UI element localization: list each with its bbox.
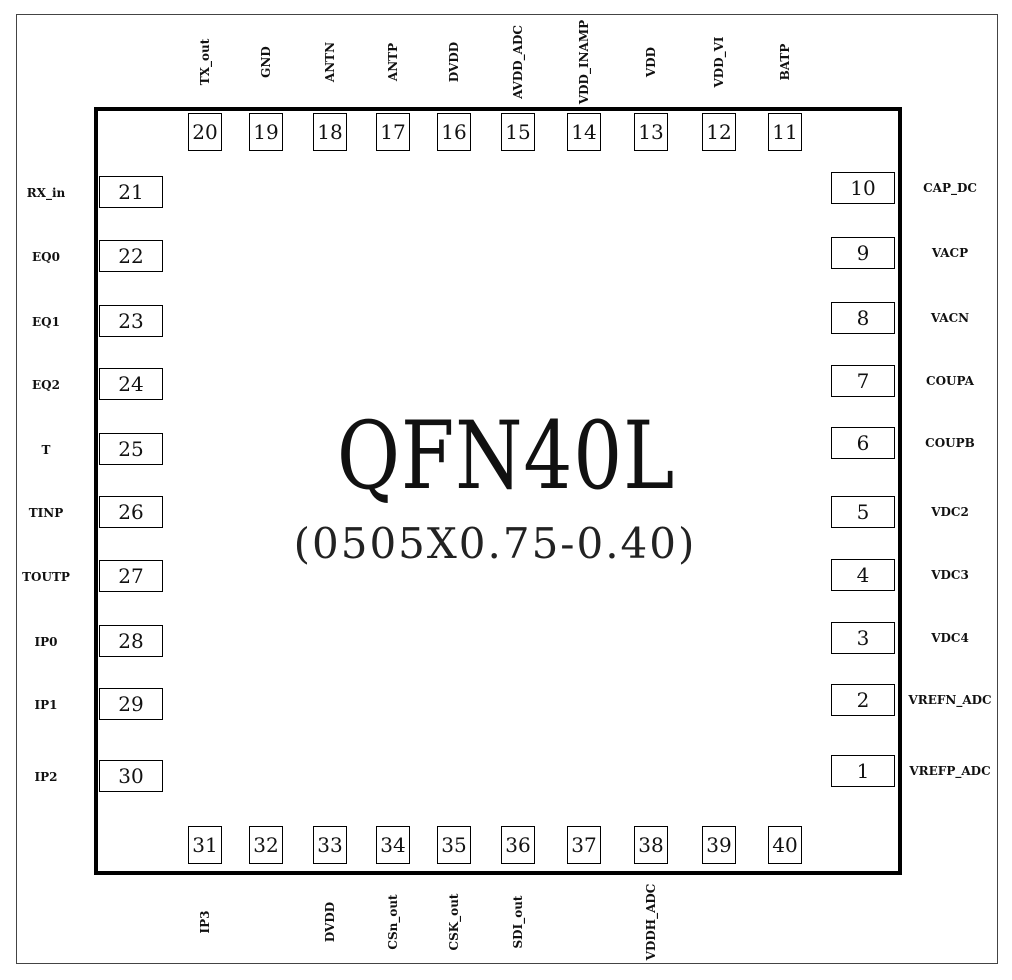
pin-pad-17: 17 [376, 113, 410, 151]
pin-pad-32: 32 [249, 826, 283, 864]
package-spec: (0505X0.75-0.40) [293, 519, 697, 568]
pin-label-5: VDC2 [931, 505, 969, 519]
pin-pad-12: 12 [702, 113, 736, 151]
pin-label-26: TINP [28, 506, 64, 520]
pin-pad-3: 3 [831, 622, 895, 654]
pin-pad-39: 39 [702, 826, 736, 864]
pin-pad-4: 4 [831, 559, 895, 591]
pin-label-11: BATP [778, 43, 792, 81]
pin-label-3: VDC4 [931, 631, 969, 645]
pin-pad-13: 13 [634, 113, 668, 151]
pin-label-25: T [41, 443, 51, 457]
pin-pad-25: 25 [99, 433, 163, 465]
pin-pad-21: 21 [99, 176, 163, 208]
pin-label-16: DVDD [447, 41, 461, 83]
pin-pad-34: 34 [376, 826, 410, 864]
pin-label-21: RX_in [26, 186, 66, 200]
pin-pad-40: 40 [768, 826, 802, 864]
pin-label-24: EQ2 [32, 378, 60, 392]
pin-pad-38: 38 [634, 826, 668, 864]
pin-pad-6: 6 [831, 427, 895, 459]
pin-pad-26: 26 [99, 496, 163, 528]
pin-pad-5: 5 [831, 496, 895, 528]
pin-label-38: VDDH_ADC [644, 883, 658, 961]
pin-pad-8: 8 [831, 302, 895, 334]
pin-label-22: EQ0 [32, 250, 60, 264]
pin-pad-15: 15 [501, 113, 535, 151]
pin-label-23: EQ1 [32, 315, 60, 329]
chip-body [94, 107, 902, 875]
pin-label-17: ANTP [386, 42, 400, 82]
pin-label-15: AVDD_ADC [511, 25, 525, 99]
pin-pad-24: 24 [99, 368, 163, 400]
pin-label-18: ANTN [323, 41, 337, 83]
pin-label-20: TX_out [198, 38, 212, 86]
pin-pad-30: 30 [99, 760, 163, 792]
pin-label-14: VDD_INAMP [577, 19, 591, 105]
pin-pad-31: 31 [188, 826, 222, 864]
pin-label-2: VREFN_ADC [908, 693, 992, 707]
pin-label-28: IP0 [34, 635, 58, 649]
package-name: QFN40L [336, 402, 676, 511]
pin-pad-18: 18 [313, 113, 347, 151]
pin-label-9: VACP [931, 246, 969, 260]
pin-label-4: VDC3 [931, 568, 969, 582]
pin-pad-29: 29 [99, 688, 163, 720]
pin-label-13: VDD [644, 46, 658, 78]
pin-label-29: IP1 [34, 698, 58, 712]
pin-label-36: SDI_out [511, 895, 525, 949]
pin-label-19: GND [259, 46, 273, 78]
pin-pad-20: 20 [188, 113, 222, 151]
pin-pad-27: 27 [99, 560, 163, 592]
pin-pad-10: 10 [831, 172, 895, 204]
pin-label-7: COUPA [926, 374, 974, 388]
pin-label-12: VDD_VI [712, 36, 726, 88]
pin-label-34: CSn_out [386, 894, 400, 950]
pin-pad-36: 36 [501, 826, 535, 864]
pin-pad-23: 23 [99, 305, 163, 337]
pin-label-10: CAP_DC [923, 181, 977, 195]
pin-pad-2: 2 [831, 684, 895, 716]
pin-pad-16: 16 [437, 113, 471, 151]
pin-pad-28: 28 [99, 625, 163, 657]
pin-pad-22: 22 [99, 240, 163, 272]
pin-pad-7: 7 [831, 365, 895, 397]
pin-pad-33: 33 [313, 826, 347, 864]
pin-label-27: TOUTP [22, 570, 70, 584]
pin-label-6: COUPB [925, 436, 975, 450]
pin-pad-37: 37 [567, 826, 601, 864]
pin-pad-35: 35 [437, 826, 471, 864]
pin-label-1: VREFP_ADC [909, 764, 991, 778]
pin-pad-14: 14 [567, 113, 601, 151]
pin-label-31: IP3 [198, 910, 212, 934]
pin-pad-9: 9 [831, 237, 895, 269]
pin-label-30: IP2 [34, 770, 58, 784]
pin-pad-1: 1 [831, 755, 895, 787]
pin-pad-11: 11 [768, 113, 802, 151]
pin-label-8: VACN [930, 311, 970, 325]
pin-pad-19: 19 [249, 113, 283, 151]
pin-label-35: CSK_out [447, 893, 461, 951]
pin-label-33: DVDD [323, 901, 337, 943]
